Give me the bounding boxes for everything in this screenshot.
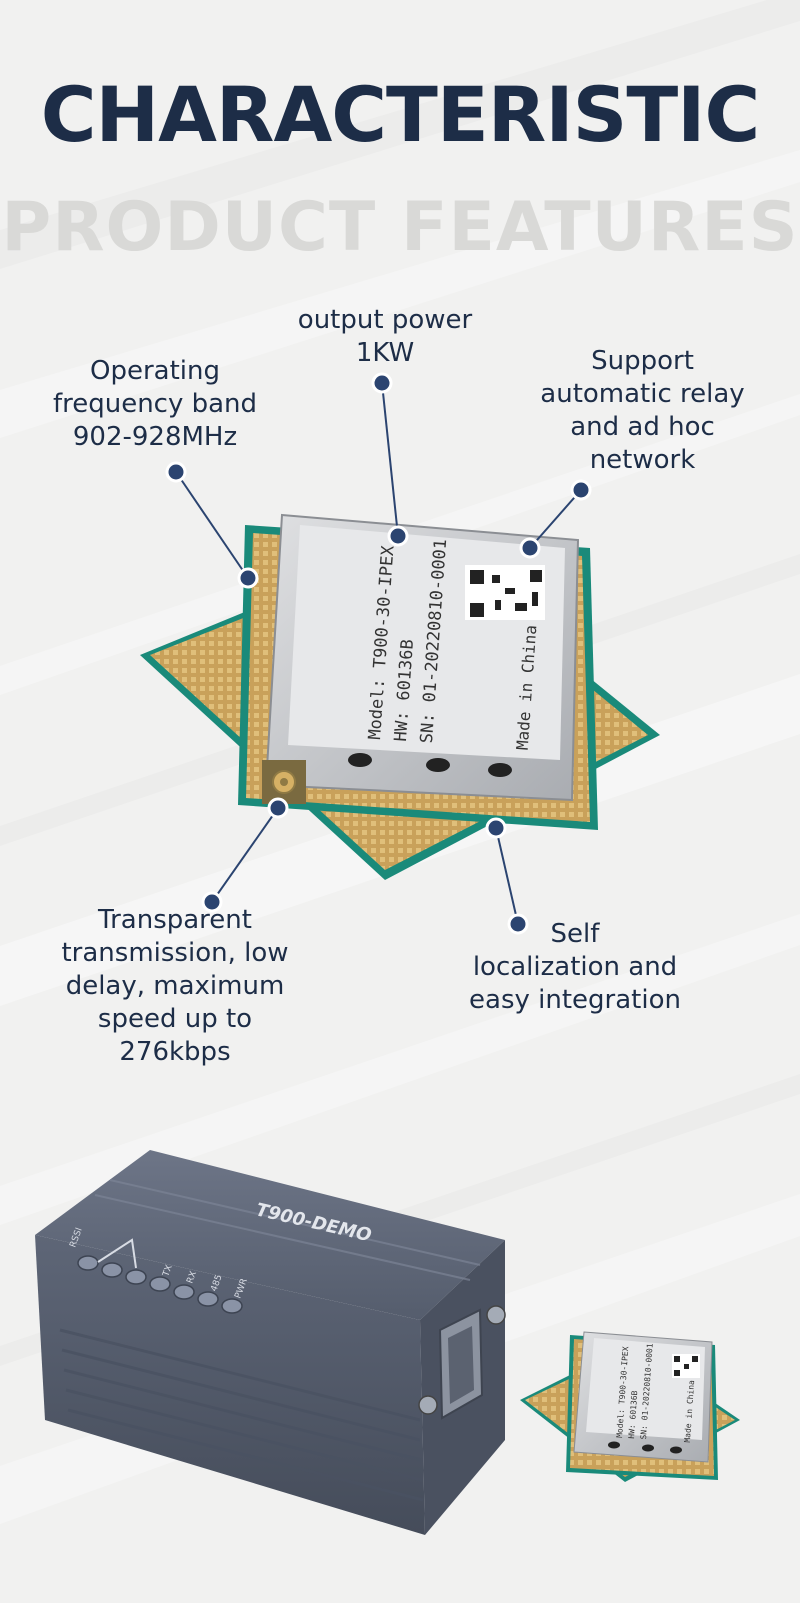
dot-power — [371, 372, 393, 394]
small-label-origin: Made in China — [683, 1380, 696, 1443]
page-title: CHARACTERISTIC — [40, 70, 761, 159]
module-main: Model: T900-30-IPEX HW: 60136B SN: 01-20… — [140, 513, 660, 880]
dot-relay — [570, 479, 592, 501]
feature-transparent-transmission: Transparent transmission, low delay, max… — [61, 905, 289, 1067]
led-label-tx: TX — [161, 1264, 175, 1279]
feature-output-power: output power 1KW — [297, 305, 473, 368]
dot-localization-target — [485, 817, 507, 839]
feature-frequency-band: Operating frequency band 902-928MHz — [52, 356, 258, 452]
dot-relay-target — [519, 537, 541, 559]
qr-code — [465, 565, 545, 620]
dot-frequency — [165, 461, 187, 483]
led-label-rx: RX — [185, 1270, 199, 1285]
feature-self-localization: Self localization and easy integration — [469, 919, 681, 1015]
small-label-hw: HW: 60136B — [627, 1390, 639, 1439]
dot-localization — [507, 913, 529, 935]
dot-frequency-target — [237, 567, 259, 589]
module-small: Model: T900-30-IPEX HW: 60136B SN: 01-20… — [520, 1331, 740, 1482]
dot-transmission-target — [267, 797, 289, 819]
feature-auto-relay: Support automatic relay and ad hoc netwo… — [540, 346, 745, 475]
watermark-text: PRODUCT FEATURES — [1, 188, 799, 267]
dot-power-target — [387, 525, 409, 547]
demo-box: T900-DEMO RSSI TX RX 485 PWR — [35, 1150, 506, 1535]
dot-transmission — [201, 891, 223, 913]
